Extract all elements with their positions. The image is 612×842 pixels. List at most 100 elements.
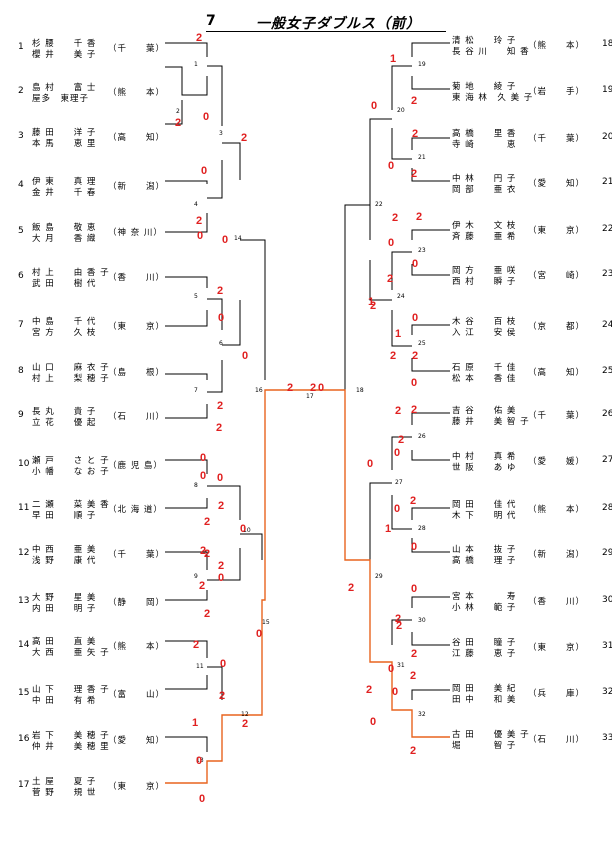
set-score: 2 (216, 422, 223, 434)
set-score: 2 (217, 400, 224, 412)
player-name: 大 野 星 美 (32, 593, 97, 603)
player-name: 堀 智 子 (452, 741, 517, 751)
match-number: 20 (397, 107, 405, 114)
entry-seed: 31 (602, 641, 612, 651)
player-name: 藤 井 美 智 子 (452, 417, 530, 427)
match-number: 19 (418, 61, 426, 68)
match-number: 22 (375, 201, 383, 208)
prefecture: （北 海 道） (108, 505, 163, 515)
set-score: 2 (412, 128, 419, 140)
entry-seed: 28 (602, 503, 612, 513)
entry-seed: 16 (18, 734, 30, 744)
player-name: 宮 方 久 枝 (32, 328, 97, 338)
player-name: 本 馬 恵 里 (32, 139, 97, 149)
prefecture: （石 川） (528, 735, 586, 745)
set-score: 2 (242, 718, 249, 730)
set-score: 2 (410, 495, 417, 507)
set-score: 2 (390, 350, 397, 362)
prefecture: （島 根） (108, 368, 166, 378)
event-number: 7 (206, 13, 216, 29)
set-score: 0 (370, 716, 377, 728)
entry-seed: 17 (18, 780, 30, 790)
player-name: 江 藤 恵 子 (452, 649, 517, 659)
prefecture: （熊 本） (528, 505, 586, 515)
player-name: 木 下 明 代 (452, 511, 517, 521)
player-name: 長 谷 川 知 香 (452, 47, 530, 57)
set-score: 0 (411, 541, 418, 553)
player-name: 東 海 林 久 美 子 (452, 93, 534, 103)
prefecture: （鹿 児 島） (108, 461, 163, 471)
prefecture: （新 潟） (528, 550, 586, 560)
prefecture: （静 岡） (108, 598, 166, 608)
match-number: 3 (219, 130, 223, 137)
player-name: 谷 田 瞳 子 (452, 638, 517, 648)
player-name: 高 田 直 美 (32, 637, 97, 647)
match-number: 27 (395, 479, 403, 486)
prefecture: （愛 知） (108, 736, 166, 746)
entry-seed: 13 (18, 596, 30, 606)
prefecture: （千 葉） (108, 550, 166, 560)
event-title: 一般女子ダブルス（前） (256, 16, 421, 32)
player-name: 杉 腰 千 香 (32, 39, 97, 49)
prefecture: （熊 本） (528, 41, 586, 51)
player-name: 早 田 順 子 (32, 511, 97, 521)
player-name: 山 口 麻 衣 子 (32, 363, 110, 373)
match-number: 13 (196, 757, 204, 764)
set-score: 1 (390, 53, 397, 65)
player-name: 石 原 千 佳 (452, 363, 517, 373)
prefecture: （香 川） (528, 597, 586, 607)
set-score: 2 (196, 215, 203, 227)
match-number: 17 (306, 393, 314, 400)
set-score: 2 (310, 382, 317, 394)
prefecture: （神 奈 川） (108, 228, 163, 238)
set-score: 2 (411, 168, 418, 180)
set-score: 0 (240, 523, 247, 535)
player-name: 藤 田 洋 子 (32, 128, 97, 138)
player-name: 吉 谷 佑 美 (452, 406, 517, 416)
set-score: 0 (196, 755, 203, 767)
set-score: 0 (199, 793, 206, 805)
player-name: 山 下 理 香 子 (32, 685, 110, 695)
set-score: 2 (370, 300, 377, 312)
set-score: 1 (395, 328, 402, 340)
player-name: 入 江 安 侯 (452, 328, 517, 338)
player-name: 浅 野 康 代 (32, 556, 97, 566)
set-score: 0 (200, 452, 207, 464)
player-name: 斉 藤 亜 希 (452, 232, 517, 242)
set-score: 0 (388, 663, 395, 675)
set-score: 1 (385, 523, 392, 535)
set-score: 2 (348, 582, 355, 594)
set-score: 0 (367, 458, 374, 470)
match-number: 6 (219, 340, 223, 347)
match-number: 15 (262, 619, 270, 626)
prefecture: （岩 手） (528, 87, 586, 97)
bracket-lines-left (165, 42, 345, 784)
match-number: 31 (397, 662, 405, 669)
player-name: 松 本 香 佳 (452, 374, 517, 384)
set-score: 2 (218, 500, 225, 512)
set-score: 0 (220, 658, 227, 670)
set-score: 0 (388, 160, 395, 172)
prefecture: （千 葉） (528, 411, 586, 421)
player-name: 二 瀬 菜 美 香 (32, 500, 110, 510)
set-score: 0 (242, 350, 249, 362)
player-name: 金 井 千 春 (32, 188, 97, 198)
set-score: 2 (416, 211, 423, 223)
entry-seed: 19 (602, 85, 612, 95)
player-name: 西 村 瞬 子 (452, 277, 517, 287)
match-number: 16 (255, 387, 263, 394)
